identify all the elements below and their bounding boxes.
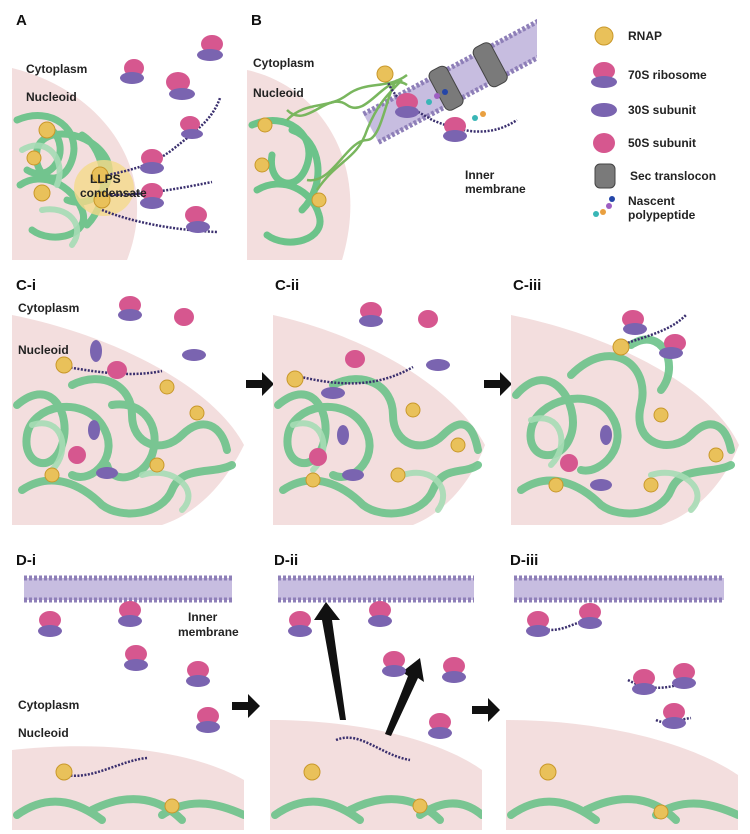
panel-a-label: A <box>16 12 27 29</box>
ribosome-70s-icon <box>591 62 617 88</box>
llps-label-line1: LLPS <box>90 172 121 186</box>
legend-label-line2: polypeptide <box>628 208 696 222</box>
panel-d-iii-label: D-iii <box>510 552 539 569</box>
panel-d-i-illustration <box>12 575 244 830</box>
subunit-30s-icon <box>591 103 617 117</box>
legend-label: 30S subunit <box>628 103 697 117</box>
panel-d-iii-illustration <box>506 575 738 830</box>
subunit-50s-icon <box>593 133 615 153</box>
panel-d-ii-label: D-ii <box>274 552 299 569</box>
panel-c-iii-label: C-iii <box>513 277 542 294</box>
sec-translocon-icon <box>428 65 464 111</box>
nucleoid-label: Nucleoid <box>26 90 77 104</box>
legend-label: Sec translocon <box>630 169 717 183</box>
legend-label: 50S subunit <box>628 136 697 150</box>
arrow-c-i-to-c-ii <box>246 372 274 401</box>
rnap-icon <box>26 121 111 209</box>
arrow-c-ii-to-c-iii <box>484 372 512 401</box>
legend-item-rnap: RNAP <box>590 24 662 48</box>
legend-item-sec: Sec translocon <box>592 162 716 190</box>
legend-label-line1: Nascent <box>628 194 675 208</box>
panel-b-illustration <box>247 13 537 260</box>
nucleoid-label: Nucleoid <box>18 343 69 357</box>
inner-membrane-label-line1: Inner <box>465 168 495 182</box>
inner-membrane-label-line2: membrane <box>465 182 526 196</box>
legend-label: 70S ribosome <box>628 68 707 82</box>
legend-item-50s: 50S subunit <box>590 130 696 156</box>
cytoplasm-label: Cytoplasm <box>26 62 88 76</box>
panel-d-iii: D-iii <box>506 550 738 830</box>
panel-c-ii-label: C-ii <box>275 277 300 294</box>
legend-item-polypeptide: Nascent polypeptide <box>590 194 695 222</box>
legend-item-30s: 30S subunit <box>590 100 696 120</box>
panel-a-illustration <box>12 35 223 260</box>
panel-c-ii: C-ii <box>273 275 485 525</box>
panel-c-i: C-i Cytoplasm Nucleoid <box>12 275 244 525</box>
inner-membrane-label-line2: membrane <box>178 625 239 639</box>
cytoplasm-label: Cytoplasm <box>18 301 80 315</box>
nucleoid-label: Nucleoid <box>18 726 69 740</box>
panel-c-ii-illustration <box>273 302 485 525</box>
cytoplasm-label: Cytoplasm <box>18 698 80 712</box>
cytoplasm-label: Cytoplasm <box>253 56 315 70</box>
panel-c-i-label: C-i <box>16 277 36 294</box>
panel-c-i-illustration <box>12 296 244 525</box>
inner-membrane-label-line1: Inner <box>188 610 218 624</box>
panel-b-label: B <box>251 12 262 29</box>
panel-d-ii: D-ii <box>270 550 482 830</box>
panel-c-iii-illustration <box>511 310 739 525</box>
legend-item-70s: 70S ribosome <box>590 60 707 90</box>
panel-d-ii-illustration <box>270 575 482 830</box>
panel-b: B Cytoplasm Nucleoid Inner membrane <box>247 10 537 260</box>
nascent-polypeptide-icon <box>593 196 615 217</box>
sec-translocon-icon <box>594 163 616 189</box>
ribosome-70s-icon <box>120 35 223 233</box>
panel-c-iii: C-iii <box>511 275 739 525</box>
panel-d-i: D-i Inner membrane Cytoplasm Nucleoid <box>12 550 244 830</box>
llps-label-line2: condensate <box>80 186 147 200</box>
panel-d-i-label: D-i <box>16 552 36 569</box>
rnap-icon <box>594 26 614 46</box>
arrow-d-ii-to-d-iii <box>472 698 500 727</box>
legend-label: RNAP <box>628 29 663 43</box>
nascent-polypeptide-icon <box>426 89 486 121</box>
nucleoid-label: Nucleoid <box>253 86 304 100</box>
panel-a: A Cytoplasm Nucleoid LLPS condensate <box>12 10 237 260</box>
arrow-d-i-to-d-ii <box>232 694 260 723</box>
